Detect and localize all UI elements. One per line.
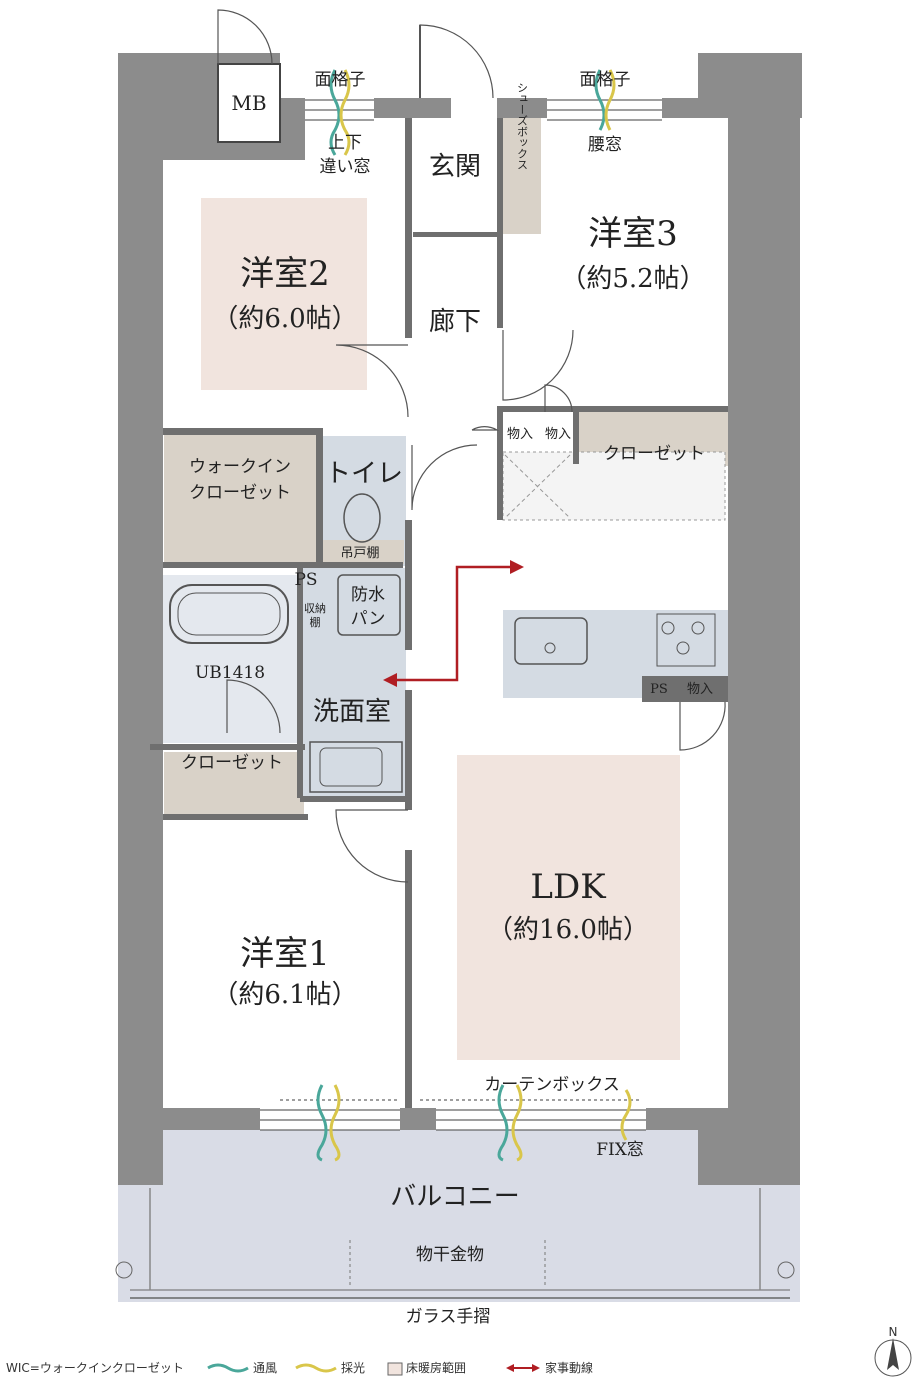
ub-label: UB1418 bbox=[195, 663, 265, 683]
menkoushi-right-label: 面格子 bbox=[580, 70, 631, 90]
rouka-label: 廊下 bbox=[429, 307, 481, 337]
kitchen-sink bbox=[514, 617, 588, 665]
legend-wic-note: WIC=ウォークインクローゼット bbox=[6, 1361, 184, 1375]
walls bbox=[118, 53, 802, 1185]
ldk-floor-heat bbox=[457, 755, 680, 1060]
curtain-box-label: カーテンボックス bbox=[484, 1075, 620, 1095]
housework-route-arrow bbox=[395, 565, 512, 682]
washbasin bbox=[309, 741, 403, 793]
room2-size: （約6.0帖） bbox=[212, 304, 357, 334]
legend-wind-swatch bbox=[207, 1363, 249, 1373]
fix-window-label: FIX窓 bbox=[596, 1140, 644, 1160]
room3-size: （約5.2帖） bbox=[560, 264, 705, 294]
monoire-1-label: 物入 bbox=[507, 427, 533, 442]
monohoshi-label: 物干金物 bbox=[416, 1245, 484, 1265]
room2-floor-heat bbox=[201, 198, 367, 390]
legend-tsuufuu: 通風 bbox=[253, 1361, 277, 1375]
bousui-pan-line1: 防水 bbox=[351, 585, 385, 605]
senmenshitsu-label: 洗面室 bbox=[313, 697, 391, 727]
jouge-line1: 上下 bbox=[328, 133, 362, 153]
tsuridana-label: 吊戸棚 bbox=[340, 546, 379, 561]
stove bbox=[656, 613, 716, 667]
wic-area bbox=[164, 432, 316, 562]
shoebox-area bbox=[503, 116, 541, 234]
glass-rail-label: ガラス手摺 bbox=[406, 1307, 491, 1327]
menkoushi-left-label: 面格子 bbox=[315, 70, 366, 90]
room3-name: 洋室3 bbox=[588, 214, 678, 254]
closet-right-label: クローゼット bbox=[603, 444, 705, 464]
bousui-pan-line2: パン bbox=[351, 609, 386, 629]
toilet-label: トイレ bbox=[325, 459, 403, 489]
room2-name: 洋室2 bbox=[240, 254, 330, 294]
washer-pan bbox=[337, 574, 401, 636]
room1-size: （約6.1帖） bbox=[212, 980, 357, 1010]
jouge-line2: 違い窓 bbox=[320, 157, 371, 177]
tsuridana-area bbox=[318, 540, 404, 564]
balcony-label: バルコニー bbox=[390, 1182, 519, 1212]
compass-north: N bbox=[889, 1325, 898, 1339]
partitions bbox=[150, 118, 728, 1108]
koshimado-label: 腰窓 bbox=[588, 135, 622, 155]
monoire-3-label: 物入 bbox=[687, 682, 713, 697]
airflow-light-marks bbox=[316, 69, 632, 1162]
wic-label-line1: ウォークイン bbox=[189, 457, 291, 477]
legend: WIC=ウォークインクローゼット 通風 採光 床暖房範囲 家事動線 bbox=[6, 1360, 593, 1376]
legend-kaji-dousen: 家事動線 bbox=[545, 1360, 593, 1375]
closet-left-area bbox=[164, 752, 304, 814]
mb-label: MB bbox=[231, 91, 266, 115]
legend-light-swatch bbox=[295, 1363, 337, 1373]
toilet-bowl bbox=[343, 493, 381, 543]
genkan-label: 玄関 bbox=[429, 152, 481, 182]
room1-name: 洋室1 bbox=[240, 934, 330, 974]
balcony-area bbox=[118, 1130, 800, 1302]
shoebox-label: シューズボックス bbox=[516, 82, 529, 170]
legend-saikou: 採光 bbox=[341, 1361, 365, 1375]
ldk-name: LDK bbox=[530, 867, 606, 907]
closet-left-label: クローゼット bbox=[181, 753, 283, 773]
ldk-size: （約16.0帖） bbox=[487, 915, 649, 945]
kitchen-storage bbox=[502, 451, 726, 521]
ps-kitchen-label: PS bbox=[650, 682, 668, 697]
legend-yukadanbou: 床暖房範囲 bbox=[406, 1360, 466, 1375]
door-swings bbox=[226, 329, 726, 883]
bathtub bbox=[169, 584, 289, 644]
windows-bottom bbox=[260, 1099, 646, 1131]
shuunou-line1: 収納 bbox=[304, 602, 326, 615]
legend-floor-heat-swatch bbox=[387, 1362, 403, 1376]
wic-label-line2: クローゼット bbox=[189, 483, 291, 503]
monoire-2-label: 物入 bbox=[545, 427, 571, 442]
ps-top-label: PS bbox=[294, 570, 317, 590]
shuunou-line2: 棚 bbox=[310, 615, 321, 629]
compass: N bbox=[874, 1325, 912, 1377]
